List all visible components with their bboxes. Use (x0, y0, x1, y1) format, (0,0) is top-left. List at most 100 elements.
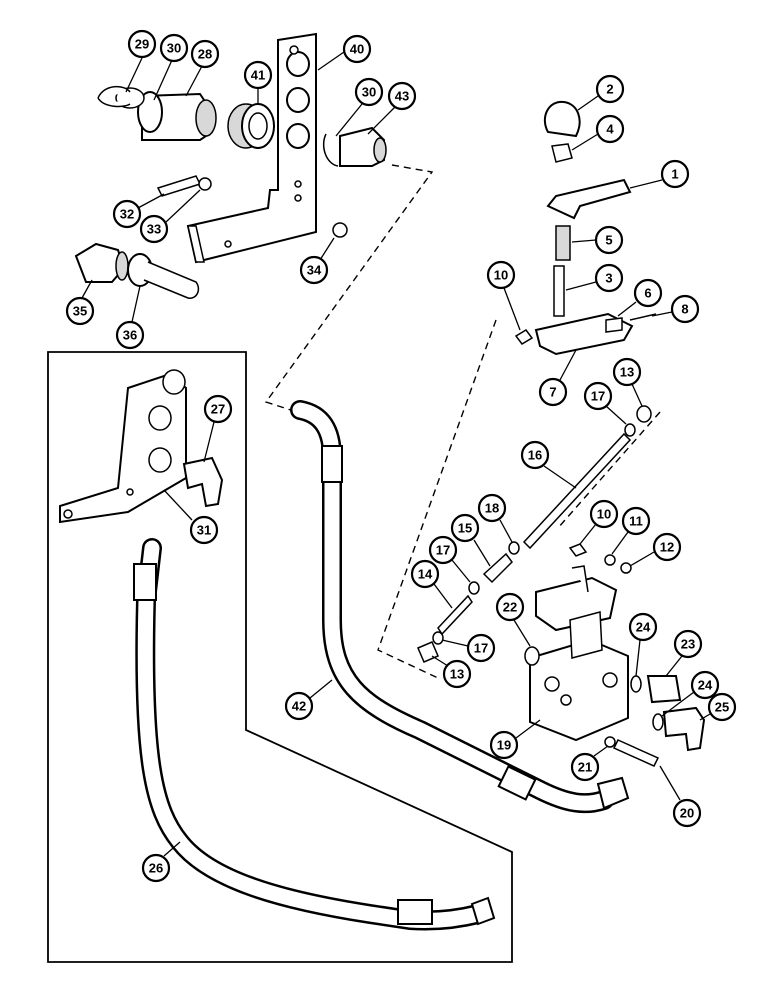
callout-43: 43 (387, 81, 417, 111)
screw-part-10a (514, 329, 534, 345)
callout-13a: 13 (612, 357, 642, 387)
callout-40-label: 40 (350, 42, 364, 57)
callout-7: 7 (538, 377, 568, 407)
callout-36: 36 (115, 320, 145, 350)
callout-35: 35 (65, 296, 95, 326)
callout-17b: 17 (428, 535, 458, 565)
callout-24a: 24 (628, 612, 658, 642)
pin-part-8 (629, 313, 657, 321)
bolt-part-20 (612, 739, 660, 767)
callout-1-label: 1 (671, 167, 678, 182)
bolt-part-3 (553, 265, 565, 317)
inset-frame (47, 351, 513, 963)
callout-24b: 24 (690, 670, 720, 700)
callout-20-label: 20 (680, 806, 694, 821)
callout-35-label: 35 (73, 304, 87, 319)
callout-8-label: 8 (681, 302, 688, 317)
callout-4-label: 4 (606, 122, 614, 137)
callout-10b: 10 (589, 499, 619, 529)
callout-1: 1 (660, 159, 690, 189)
nut-part-18 (508, 541, 520, 555)
callout-33-label: 33 (147, 222, 161, 237)
turnbuckle-part-15 (482, 552, 513, 584)
callout-42: 42 (284, 691, 314, 721)
callout-5-label: 5 (605, 233, 612, 248)
screw-part-10b (568, 543, 588, 557)
callout-25-label: 25 (715, 700, 729, 715)
callout-18: 18 (477, 493, 507, 523)
callout-43-label: 43 (395, 89, 409, 104)
callout-17a-label: 17 (591, 389, 605, 404)
callout-30a: 30 (159, 33, 189, 63)
callout-29-label: 29 (135, 37, 149, 52)
callout-40: 40 (342, 34, 372, 64)
callout-3-label: 3 (605, 271, 612, 286)
callout-15-label: 15 (458, 521, 472, 536)
hose-part-26 (133, 538, 496, 931)
callout-13a-label: 13 (620, 365, 634, 380)
callout-31: 31 (189, 515, 219, 545)
callout-12: 12 (652, 532, 682, 562)
callout-14: 14 (410, 559, 440, 589)
callout-29: 29 (127, 29, 157, 59)
dashed-outline-coupler (264, 164, 434, 414)
callout-25: 25 (707, 692, 737, 722)
end-part-13b (417, 641, 439, 663)
oring-part-22 (524, 646, 540, 666)
callout-13b: 13 (442, 659, 472, 689)
callout-6: 6 (633, 278, 663, 308)
nut-part-4 (551, 143, 573, 163)
fitting-part-27 (182, 456, 224, 508)
dashed-outline-linkage (377, 319, 497, 679)
callout-28: 28 (190, 39, 220, 69)
callout-17b-label: 17 (436, 543, 450, 558)
callout-34-label: 34 (307, 263, 322, 278)
callout-2: 2 (595, 74, 625, 104)
callout-4: 4 (595, 114, 625, 144)
callout-6-label: 6 (644, 286, 651, 301)
callout-32: 32 (112, 199, 142, 229)
callout-27-label: 27 (211, 402, 225, 417)
callouts: 29 30 28 40 41 30 43 32 33 34 35 36 (65, 29, 737, 883)
callout-5: 5 (594, 225, 624, 255)
callout-17c-label: 17 (474, 641, 488, 656)
cap-part-36 (127, 253, 200, 299)
callout-42-label: 42 (292, 699, 306, 714)
callout-31-label: 31 (197, 523, 211, 538)
callout-22-label: 22 (503, 600, 517, 615)
callout-10b-label: 10 (597, 507, 611, 522)
callout-23-label: 23 (681, 637, 695, 652)
nut-part-17b (468, 581, 480, 595)
callout-26-label: 26 (149, 861, 163, 876)
callout-20: 20 (672, 798, 702, 828)
callout-8: 8 (670, 294, 700, 324)
coupler-part-28 (97, 85, 217, 141)
callout-24a-label: 24 (636, 620, 651, 635)
callout-3: 3 (594, 263, 624, 293)
bolt-part-32 (156, 175, 202, 197)
washer-part-33 (198, 177, 212, 191)
dashed-outline-rod (557, 411, 661, 529)
callout-13b-label: 13 (450, 667, 464, 682)
callout-16-label: 16 (528, 448, 542, 463)
callout-7-label: 7 (549, 385, 556, 400)
oring-part-24b (652, 713, 664, 731)
callout-22: 22 (495, 592, 525, 622)
callout-33: 33 (139, 214, 169, 244)
rod-part-16 (522, 432, 632, 550)
callout-24b-label: 24 (698, 678, 713, 693)
callout-10a-label: 10 (494, 268, 508, 283)
valve-part-19 (529, 565, 629, 742)
callout-10a: 10 (486, 260, 516, 290)
nut-part-17c (432, 631, 444, 645)
oring-part-24a (630, 675, 642, 693)
callout-28-label: 28 (198, 47, 212, 62)
lever-part-1 (546, 178, 632, 220)
nut-part-12 (620, 562, 632, 574)
washer-part-11 (604, 554, 616, 566)
callout-11-label: 11 (629, 514, 643, 529)
washer-part-34 (332, 222, 348, 238)
callout-30a-label: 30 (167, 41, 181, 56)
plug-part-23 (646, 675, 682, 704)
callout-30b-label: 30 (362, 85, 376, 100)
